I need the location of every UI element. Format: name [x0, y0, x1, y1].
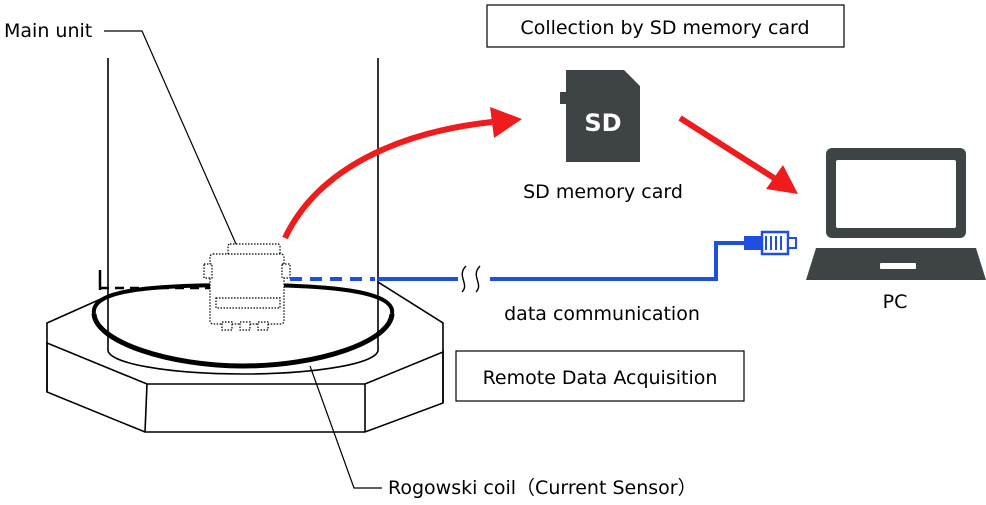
sd-logo-text: SD [584, 109, 621, 137]
cable-break-symbol [458, 265, 488, 293]
logger-device-icon [203, 243, 291, 331]
collection-box [486, 4, 845, 48]
rogowski-coil-label: Rogowski coil（Current Sensor） [388, 477, 697, 499]
lan-connector-icon [744, 230, 797, 256]
red-arrow-to-sd [282, 107, 522, 240]
rogowski-leader-line [309, 365, 382, 489]
red-arrow-to-pc [678, 115, 798, 194]
main-unit-leader-line [104, 30, 237, 245]
sd-card-icon: SD [560, 70, 640, 162]
laptop-icon [806, 148, 986, 280]
sd-card-caption: SD memory card [523, 181, 683, 203]
remote-box [455, 350, 745, 402]
communication-cable [290, 241, 745, 281]
remote-box-label: Remote Data Acquisition [483, 367, 718, 389]
collection-box-label: Collection by SD memory card [520, 17, 809, 39]
pc-label: PC [883, 291, 908, 313]
main-unit-label: Main unit [4, 20, 92, 42]
base-edge [144, 383, 148, 433]
coil-front [91, 313, 395, 369]
data-communication-label: data communication [504, 303, 700, 325]
